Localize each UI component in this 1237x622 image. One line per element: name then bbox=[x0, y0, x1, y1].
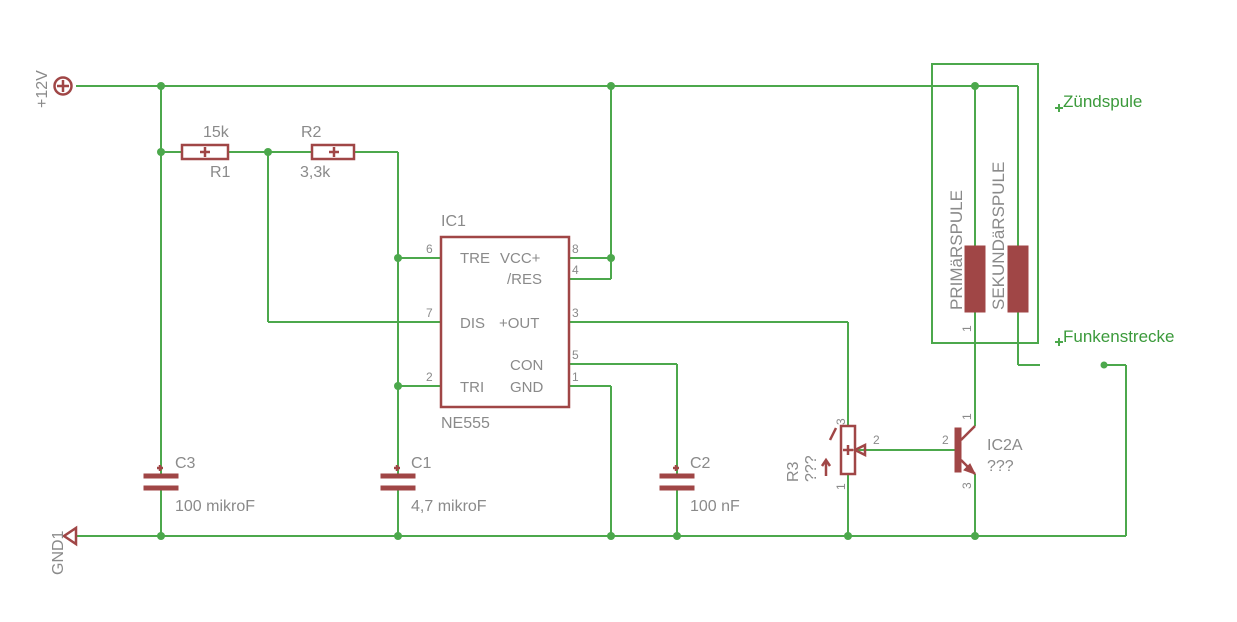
ground-symbol: GND1 bbox=[50, 525, 78, 575]
transistor-ic2a: IC2A ??? 1 2 3 bbox=[942, 413, 1023, 489]
ground-label: GND1 bbox=[50, 530, 67, 575]
ic1-pin-number: 4 bbox=[572, 263, 579, 277]
capacitor-c3-plate-top bbox=[143, 473, 179, 479]
transistor-pin-number: 1 bbox=[960, 413, 974, 420]
capacitor-c1-name: C1 bbox=[411, 455, 432, 472]
junction bbox=[607, 82, 615, 90]
ic1-pin-number: 6 bbox=[426, 242, 433, 256]
capacitor-c1-plate-bottom bbox=[380, 485, 416, 491]
junction bbox=[394, 254, 402, 262]
ic1-pin-number: 8 bbox=[572, 242, 579, 256]
potentiometer-pin-number: 2 bbox=[873, 433, 880, 447]
capacitor-c3-value: 100 mikroF bbox=[175, 498, 255, 515]
potentiometer-wiper-icon bbox=[852, 442, 867, 458]
potentiometer-pin-number: 3 bbox=[834, 418, 848, 425]
transistor-pin-number: 3 bbox=[960, 482, 974, 489]
ic1-pin-tri-label: TRI bbox=[460, 379, 484, 396]
supply-circle-icon bbox=[53, 76, 73, 96]
spark-gap: Funkenstrecke bbox=[1055, 327, 1175, 346]
capacitor-c2-plate-top bbox=[659, 473, 695, 479]
junction bbox=[607, 532, 615, 540]
resistor-r1-name: R1 bbox=[210, 164, 231, 181]
ground-triangle-icon bbox=[61, 525, 78, 547]
resistor-r1: 15k R1 bbox=[180, 124, 231, 181]
capacitor-c2-value: 100 nF bbox=[690, 498, 740, 515]
ic1-ne555: IC1 NE555 TRE VCC+ /RES DIS +OUT CON TRI… bbox=[426, 213, 579, 432]
resistor-r2-body bbox=[310, 143, 356, 161]
ic1-pin-dis-label: DIS bbox=[460, 315, 485, 332]
capacitor-c1-plate-top bbox=[380, 473, 416, 479]
junction bbox=[157, 82, 165, 90]
wires bbox=[76, 63, 1127, 537]
resistor-r1-value: 15k bbox=[203, 124, 230, 141]
ignition-coil: PRIMäRSPULE SEKUNDäRSPULE 1 Zündspule bbox=[947, 92, 1142, 332]
junction bbox=[971, 82, 979, 90]
ic1-pin-gnd-label: GND bbox=[510, 379, 544, 396]
junction bbox=[157, 532, 165, 540]
junction bbox=[394, 532, 402, 540]
coil-secondary-label: SEKUNDäRSPULE bbox=[989, 162, 1008, 310]
ic1-pin-number: 3 bbox=[572, 306, 579, 320]
ic1-type: NE555 bbox=[441, 415, 490, 432]
capacitor-c2-name: C2 bbox=[690, 455, 711, 472]
junction bbox=[971, 532, 979, 540]
ic1-pin-number: 1 bbox=[572, 370, 579, 384]
capacitor-c2: C2 100 nF bbox=[659, 455, 740, 515]
potentiometer-r3-name: R3 bbox=[785, 461, 802, 482]
ic1-body bbox=[439, 235, 571, 409]
capacitor-c1: C1 4,7 mikroF bbox=[380, 455, 487, 515]
ic1-pin-number: 5 bbox=[572, 348, 579, 362]
junction bbox=[394, 382, 402, 390]
coil-pin-number: 1 bbox=[960, 325, 974, 332]
coil-label: Zündspule bbox=[1063, 92, 1142, 111]
transistor-base-bar bbox=[954, 427, 962, 473]
potentiometer-r3-value: ??? bbox=[803, 455, 820, 482]
ic1-pin-vcc-label: VCC+ bbox=[500, 250, 541, 267]
ic1-pin-res-label: /RES bbox=[507, 271, 542, 288]
transistor-collector-lead bbox=[960, 425, 976, 441]
junction bbox=[673, 532, 681, 540]
junction bbox=[264, 148, 272, 156]
supply-symbol: +12V bbox=[34, 70, 73, 108]
potentiometer-pin-number: 1 bbox=[834, 483, 848, 490]
transistor-value: ??? bbox=[987, 458, 1014, 475]
spark-gap-label: Funkenstrecke bbox=[1063, 327, 1175, 346]
capacitor-c3: C3 100 mikroF bbox=[143, 455, 255, 515]
junction bbox=[607, 254, 615, 262]
resistor-r2-value: 3,3k bbox=[300, 164, 331, 181]
resistor-r2-name: R2 bbox=[301, 124, 322, 141]
ic1-name: IC1 bbox=[441, 213, 466, 230]
spark-gap-electrode bbox=[1100, 361, 1108, 369]
coil-secondary-winding bbox=[1007, 245, 1029, 313]
resistor-r2: R2 3,3k bbox=[300, 124, 356, 181]
junction bbox=[844, 532, 852, 540]
coil-primary-winding bbox=[964, 245, 986, 313]
transistor-emitter-arrow-icon bbox=[963, 463, 977, 475]
ic1-pin-con-label: CON bbox=[510, 357, 543, 374]
capacitor-c3-plate-bottom bbox=[143, 485, 179, 491]
potentiometer-r3: R3 ??? 3 1 2 bbox=[785, 418, 880, 490]
supply-label: +12V bbox=[34, 70, 51, 108]
coil-primary-label: PRIMäRSPULE bbox=[947, 190, 966, 310]
junction bbox=[157, 148, 165, 156]
ic1-pin-out-label: +OUT bbox=[499, 315, 539, 332]
ic1-pin-number: 7 bbox=[426, 306, 433, 320]
resistor-r1-body bbox=[180, 143, 230, 161]
transistor-name: IC2A bbox=[987, 437, 1023, 454]
ic1-pin-tre-label: TRE bbox=[460, 250, 490, 267]
junctions bbox=[157, 82, 1108, 540]
ic1-pin-number: 2 bbox=[426, 370, 433, 384]
capacitor-c3-name: C3 bbox=[175, 455, 196, 472]
capacitor-c2-plate-bottom bbox=[659, 485, 695, 491]
coil-frame bbox=[931, 63, 1039, 344]
capacitor-c1-value: 4,7 mikroF bbox=[411, 498, 487, 515]
transistor-pin-number: 2 bbox=[942, 433, 949, 447]
